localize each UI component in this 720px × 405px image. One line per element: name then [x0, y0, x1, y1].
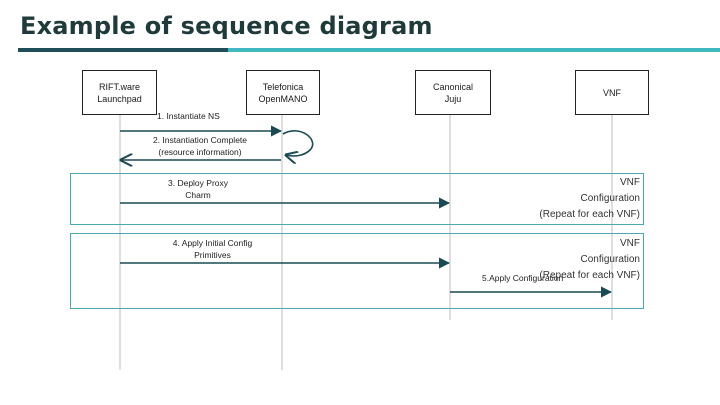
note-vnf-configuration-1: VNF Configuration (Repeat for each VNF) — [539, 177, 640, 220]
actor-rift-launchpad: RIFT.ware Launchpad — [82, 70, 157, 115]
actor-vnf: VNF — [575, 70, 649, 115]
message-label-1: 1. Instantiate NS — [157, 111, 220, 121]
arrow-self-loop — [282, 130, 314, 156]
title-underline-light — [228, 48, 720, 52]
message-label-3: 3. Deploy Proxy Charm — [168, 178, 228, 200]
actor-telefonica-openmano: Telefonica OpenMANO — [246, 70, 320, 115]
page-title: Example of sequence diagram — [20, 12, 433, 40]
message-label-4: 4. Apply Initial Config Primitives — [172, 238, 253, 260]
actor-canonical-juju: Canonical Juju — [415, 70, 491, 115]
config-frame-1 — [70, 173, 644, 225]
message-label-5: 5.Apply Configuration — [482, 273, 564, 283]
config-frame-2 — [70, 233, 644, 309]
note-vnf-configuration-2: VNF Configuration (Repeat for each VNF) — [539, 238, 640, 281]
message-label-2: 2. Instantiation Complete (resource info… — [152, 135, 248, 157]
title-underline-dark — [18, 48, 228, 52]
